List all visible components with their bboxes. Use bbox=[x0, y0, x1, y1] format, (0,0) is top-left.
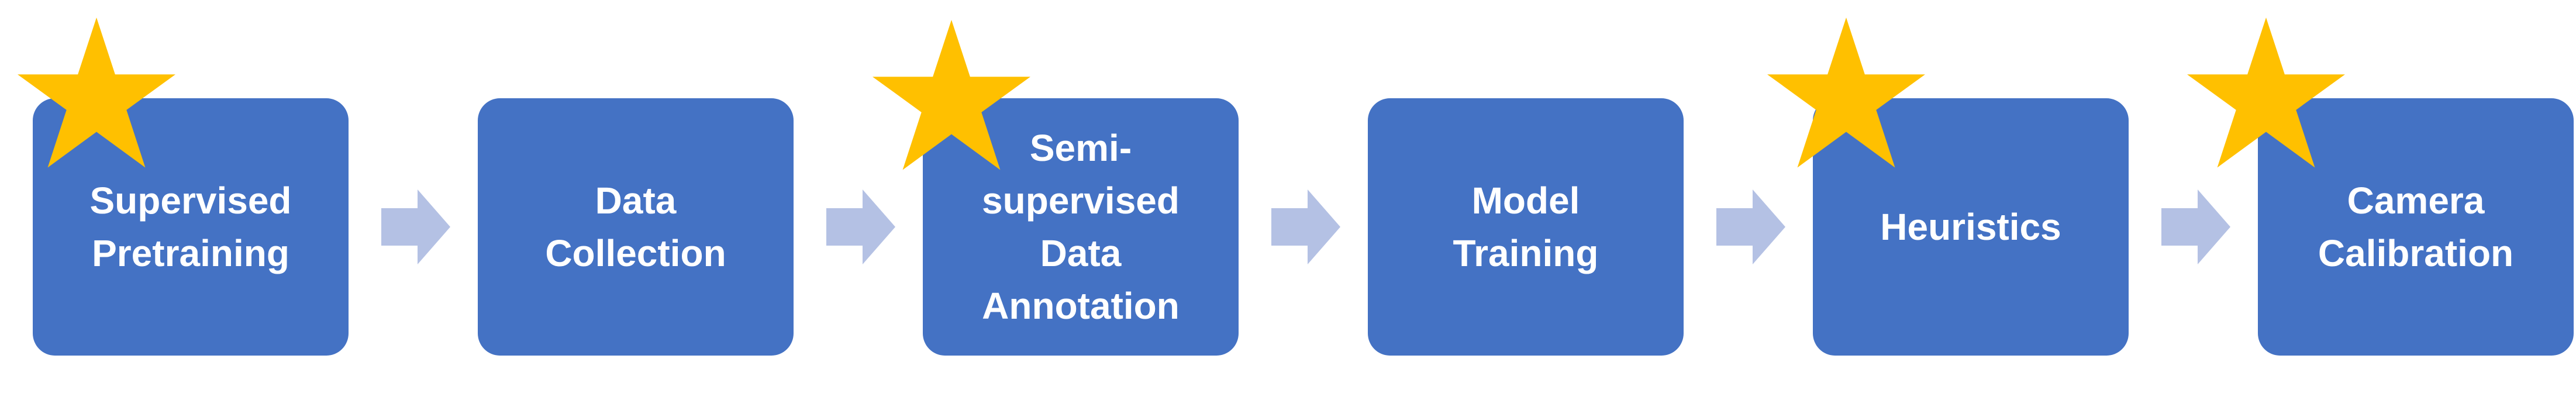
step-box-semi-supervised-data-annotation: Semi- supervised Data Annotation bbox=[923, 98, 1239, 356]
step-label: Data Collection bbox=[545, 180, 726, 274]
right-arrow-icon bbox=[1271, 189, 1340, 264]
step-label: Heuristics bbox=[1880, 206, 2061, 248]
step-label: Supervised Pretraining bbox=[89, 180, 292, 274]
star-icon bbox=[1767, 18, 1925, 168]
step-box-data-collection: Data Collection bbox=[478, 98, 794, 356]
star-icon bbox=[873, 20, 1030, 170]
step-box-supervised-pretraining: Supervised Pretraining bbox=[33, 98, 349, 356]
right-arrow-icon bbox=[2161, 189, 2230, 264]
step-label: Camera Calibration bbox=[2318, 180, 2514, 274]
right-arrow-icon bbox=[1716, 189, 1785, 264]
step-box-model-training: Model Training bbox=[1368, 98, 1684, 356]
step-label: Model Training bbox=[1453, 180, 1599, 274]
right-arrow-icon bbox=[826, 189, 895, 264]
step-label: Semi- supervised Data Annotation bbox=[982, 127, 1180, 327]
right-arrow-icon bbox=[381, 189, 450, 264]
star-icon bbox=[2187, 18, 2345, 168]
step-box-camera-calibration: Camera Calibration bbox=[2258, 98, 2574, 356]
star-icon bbox=[18, 18, 175, 168]
